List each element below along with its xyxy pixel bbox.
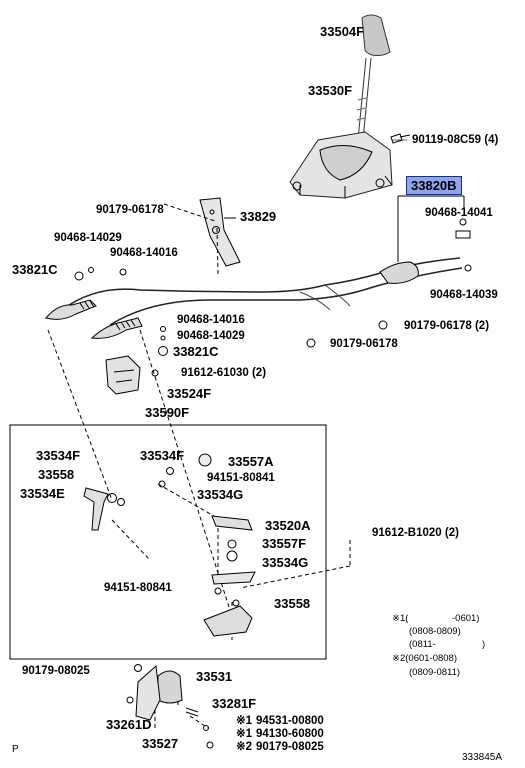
note-1-value: -0601)	[452, 613, 480, 624]
label-bushing-g1: 33534G	[197, 487, 244, 502]
label-bracket: 33829	[240, 209, 277, 224]
label-washer-f: 33557F	[262, 536, 307, 551]
label-clip-right2: 90468-14039	[430, 289, 498, 301]
label-shift-knob: 33504F	[320, 24, 365, 39]
label-plate: 33261D	[106, 717, 152, 732]
sub-assy-frame	[9, 424, 327, 660]
label-ref1-part: 94531-00800	[256, 715, 324, 727]
label-lever-558: 33558	[38, 467, 75, 482]
label-clip-mid1: 90468-14016	[177, 314, 245, 326]
label-ref3-part: 90179-08025	[256, 741, 324, 753]
label-bracket-bottom: 33527	[142, 736, 179, 751]
lever-33534E	[83, 487, 109, 531]
label-nut-center: 90179-06178	[330, 338, 398, 350]
label-bolt-right: 91612-B1020 (2)	[372, 527, 459, 539]
label-ref3-mark: ※2	[236, 741, 253, 753]
label-lever-534e: 33534E	[20, 486, 65, 501]
shift-knob	[361, 14, 391, 57]
label-ref2-mark: ※1	[236, 728, 253, 740]
note-1-mark: ※1(	[392, 613, 409, 624]
label-retainer-mid: 33821C	[173, 344, 219, 359]
label-clip-upper-mid: 90468-14016	[110, 247, 178, 259]
label-clip-upper-left: 90468-14029	[54, 232, 122, 244]
label-bushing-b: 33534F	[140, 448, 185, 463]
note-3-a: (0811-	[409, 639, 436, 650]
label-nut-right: 90179-06178 (2)	[404, 320, 490, 332]
label-washer-clip2: 94151-80841	[104, 582, 172, 594]
label-sub-assy: 33590F	[145, 405, 190, 420]
label-lever-assy: 33524F	[167, 386, 212, 401]
note-4: ※2(0601-0808)	[392, 653, 458, 664]
label-clip-mid2: 90468-14029	[177, 330, 245, 342]
note-2: (0808-0809)	[409, 626, 461, 637]
diagram-id: 333845A	[462, 752, 503, 763]
lever-33520A	[211, 515, 253, 531]
note-3-b: )	[482, 639, 486, 650]
label-bolt-mid: 91612-61030 (2)	[181, 367, 267, 379]
bolt-top	[390, 133, 411, 144]
lever-33558b	[203, 605, 253, 637]
label-washer-a: 33557A	[228, 454, 274, 469]
label-washer-clip: 94151-80841	[207, 472, 275, 484]
label-bushing-a: 33534F	[36, 448, 81, 463]
label-retainer-left: 33821C	[12, 262, 58, 277]
label-bushing-g2: 33534G	[262, 555, 309, 570]
label-ref1-mark: ※1	[236, 715, 253, 727]
label-shift-lever: 33530F	[308, 83, 353, 98]
label-nut-bracket: 90179-06178	[96, 204, 164, 216]
bracket-33829	[199, 197, 241, 267]
label-clip-right: 90468-14041	[425, 207, 493, 219]
label-bolt-top: 90119-08C59 (4)	[412, 134, 499, 146]
label-lever-520: 33520A	[265, 518, 311, 533]
label-housing: 33531	[196, 669, 233, 684]
bracket-33527	[135, 664, 161, 721]
label-lever-558b: 33558	[274, 596, 311, 611]
label-pin: 33281F	[212, 696, 257, 711]
housing-33531	[157, 670, 183, 704]
corner-mark: P	[12, 744, 19, 755]
label-ref2-part: 94130-60800	[256, 728, 324, 740]
lever-33524F	[105, 355, 141, 395]
label-nut-bottom: 90179-08025	[22, 665, 90, 677]
note-5: (0809-0811)	[409, 667, 461, 678]
label-cable-assy: 33820B	[406, 176, 462, 195]
